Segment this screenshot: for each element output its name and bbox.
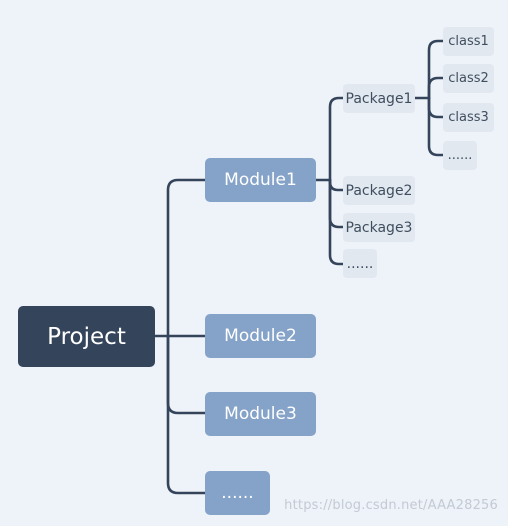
module-label: Module2 <box>224 326 297 346</box>
class-label: class2 <box>448 71 489 86</box>
connector-root-module4 <box>166 334 207 495</box>
connector-package1-class2 <box>427 76 445 100</box>
connector-root-module3 <box>166 334 207 415</box>
class-label: class3 <box>448 110 489 125</box>
package-node-1: Package1 <box>343 84 415 113</box>
module-node-more: ...... <box>205 471 270 515</box>
connector-module1-package4 <box>328 178 345 266</box>
class-node-2: class2 <box>443 64 494 93</box>
package-label: ...... <box>346 255 374 272</box>
package-node-3: Package3 <box>343 213 415 242</box>
project-label: Project <box>47 323 126 350</box>
connector-root-module1 <box>166 178 207 338</box>
connector-module1-package2 <box>328 178 345 192</box>
connector-module1-package1 <box>328 96 345 182</box>
connector-package1-class3 <box>427 96 445 119</box>
package-node-more: ...... <box>343 249 377 278</box>
module-label: ...... <box>221 483 254 503</box>
watermark-text: https://blog.csdn.net/AAA28256 <box>284 498 498 513</box>
class-label: class1 <box>448 34 489 49</box>
package-label: Package1 <box>345 90 413 107</box>
connector-package1-class4 <box>427 96 445 157</box>
class-node-more: ...... <box>443 141 477 170</box>
package-label: Package2 <box>345 182 413 199</box>
class-label: ...... <box>447 148 473 163</box>
class-node-3: class3 <box>443 103 494 132</box>
module-node-2: Module2 <box>205 314 316 358</box>
module-label: Module3 <box>224 404 297 424</box>
module-label: Module1 <box>224 170 297 190</box>
package-label: Package3 <box>345 219 413 236</box>
connector-package1-class1 <box>427 39 445 100</box>
class-node-1: class1 <box>443 27 494 56</box>
module-node-1: Module1 <box>205 158 316 202</box>
module-node-3: Module3 <box>205 392 316 436</box>
package-node-2: Package2 <box>343 176 415 205</box>
project-node: Project <box>18 306 155 367</box>
